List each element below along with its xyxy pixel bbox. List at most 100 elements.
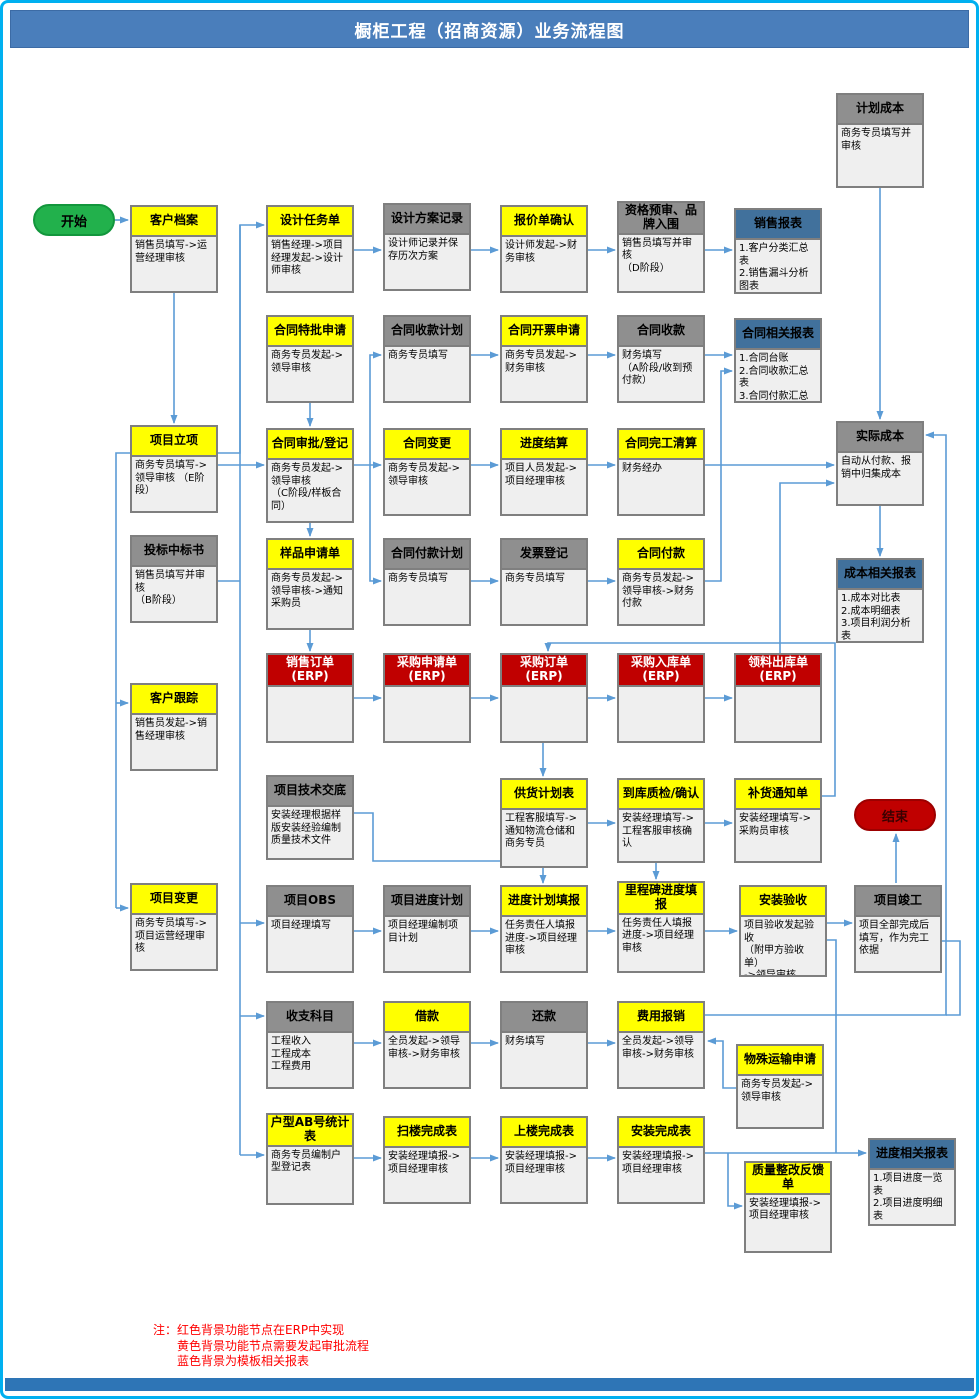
node-hetong-shenpi-dengji-body: 商务专员发起->领导审核 （C阶段/样板合同） [271, 463, 343, 512]
flow-connector-42 [115, 452, 130, 908]
node-xiaoshou-dingdan-erp-body [268, 687, 352, 741]
flow-connector-41 [354, 812, 543, 862]
flow-connector-59 [707, 1037, 736, 1089]
node-zige-yushen-body: 销售员填写并审核 （D阶段） [622, 237, 692, 274]
end-terminator: 结束 [854, 799, 936, 831]
node-huankuan-body: 财务填写 [505, 1036, 545, 1047]
node-caigou-shenqingdan-erp-title: 采购申请单 (ERP) [385, 655, 469, 687]
node-jindu-jiesuan-title: 进度结算 [502, 430, 586, 460]
flow-connector-28 [705, 367, 733, 582]
legend-note-line-3: 蓝色背景为模板相关报表 [177, 1354, 310, 1369]
node-kehu-genzong-body: 销售员发起->销售经理审核 [135, 718, 207, 742]
node-xiangmu-biangeng-body: 商务专员填写->项目运营经理审核 [135, 918, 207, 954]
node-jihua-chengben-body: 商务专员填写并审核 [841, 128, 911, 152]
node-daoku-zhijian-queren-body: 安装经理填写->工程客服审核确认 [622, 813, 694, 849]
node-kehu-dangan-title: 客户档案 [132, 207, 216, 237]
node-xiaoshou-dingdan-erp-title: 销售订单 (ERP) [268, 655, 352, 687]
node-baojiadan-queren-title: 报价单确认 [502, 207, 586, 237]
node-jiekuan-body: 全员发起->领导审核->财务审核 [388, 1036, 460, 1060]
flow-connector-54 [727, 1153, 743, 1210]
node-sheji-renwudan-title: 设计任务单 [268, 207, 352, 237]
node-jihua-chengben: 计划成本商务专员填写并审核 [836, 93, 924, 188]
node-hetong-fukuan-jihua: 合同付款计划商务专员填写 [383, 538, 471, 626]
node-hetong-shoukuan-jihua: 合同收款计划商务专员填写 [383, 315, 471, 403]
node-yangpin-shenqingdan: 样品申请单商务专员发起->领导审核->通知采购员 [266, 538, 354, 630]
node-zhiliang-zhenggai-fankuidan-title: 质量整改反馈单 [746, 1163, 830, 1195]
node-hetong-kaipiao-shenqing-title: 合同开票申请 [502, 317, 586, 347]
node-xiaoshou-baobiao-title: 销售报表 [736, 210, 820, 240]
legend-note-line-1: 红色背景功能节点在ERP中实现 [177, 1323, 345, 1337]
node-sheji-fangan-jilu-title: 设计方案记录 [385, 205, 469, 235]
node-caigou-shenqingdan-erp: 采购申请单 (ERP) [383, 653, 471, 743]
node-gonghuo-jihuabiao-body: 工程客服填写->通知物流仓储和商务专员 [505, 813, 577, 849]
node-xiangmu-obs-body: 项目经理填写 [271, 920, 331, 931]
node-hetong-shoukuan-jihua-body: 商务专员填写 [388, 350, 448, 361]
node-hetong-shoukuan-jihua-title: 合同收款计划 [385, 317, 469, 347]
node-anzhuang-yanshou-title: 安装验收 [741, 887, 825, 917]
node-caigou-rukudan-erp-body [619, 687, 703, 741]
flow-connector-52 [827, 939, 837, 1153]
node-wushu-yunshu-shenqing-body: 商务专员发起->领导审核 [741, 1079, 813, 1103]
node-wushu-yunshu-shenqing-title: 物殊运输申请 [738, 1046, 822, 1076]
node-sheji-renwudan: 设计任务单销售经理->项目经理发起->设计师审核 [266, 205, 354, 293]
node-chengben-xiangguan-baobiao-title: 成本相关报表 [838, 560, 922, 590]
node-feiyong-baoxiao: 费用报销全员发起->领导审核->财务审核 [617, 1001, 705, 1089]
node-huxing-ab-tongjibiao: 户型AB号统计表商务专员编制户型登记表 [266, 1113, 354, 1205]
node-fapiao-dengji-body: 商务专员填写 [505, 573, 565, 584]
node-hetong-fukuan-jihua-title: 合同付款计划 [385, 540, 469, 570]
node-fapiao-dengji: 发票登记商务专员填写 [500, 538, 588, 626]
bottom-bar [5, 1378, 974, 1391]
node-jiekuan-title: 借款 [385, 1003, 469, 1033]
page-title: 橱柜工程（招商资源）业务流程图 [10, 10, 969, 48]
node-hetong-shenpi-dengji-title: 合同审批/登记 [268, 430, 352, 460]
edges-layer [115, 188, 961, 1210]
node-jindu-jihua-tianbao-title: 进度计划填报 [502, 887, 586, 917]
node-hetong-fukuan-body: 商务专员发起->领导审核->财务付款 [622, 573, 694, 609]
node-buhuo-tongzhidan: 补货通知单安装经理填写->采购员审核 [734, 778, 822, 863]
node-toubiao-zhongbiaoshu-title: 投标中标书 [132, 537, 216, 567]
node-huankuan-title: 还款 [502, 1003, 586, 1033]
node-kehu-dangan: 客户档案销售员填写->运营经理审核 [130, 205, 218, 293]
node-saolou-wanchengbiao-body: 安装经理填报->项目经理审核 [388, 1151, 460, 1175]
node-zhiliang-zhenggai-fankuidan: 质量整改反馈单安装经理填报->项目经理审核 [744, 1161, 832, 1253]
node-caigou-dingdan-erp: 采购订单 (ERP) [500, 653, 588, 743]
node-shanglou-wanchengbiao-body: 安装经理填报->项目经理审核 [505, 1151, 577, 1175]
node-xiangmu-jindu-jihua: 项目进度计划项目经理编制项目计划 [383, 885, 471, 973]
node-lichengbei-jindu-tianbao-title: 里程碑进度填报 [619, 883, 703, 915]
node-baojiadan-queren: 报价单确认设计师发起->财务审核 [500, 205, 588, 293]
node-caigou-rukudan-erp: 采购入库单 (ERP) [617, 653, 705, 743]
node-xiangmu-jindu-jihua-body: 项目经理编制项目计划 [388, 920, 458, 944]
legend-note-line-2: 黄色背景功能节点需要发起审批流程 [177, 1338, 370, 1353]
node-xiangmu-biangeng: 项目变更商务专员填写->项目运营经理审核 [130, 883, 218, 971]
node-hetong-wangong-qingsuan-body: 财务经办 [622, 463, 662, 474]
node-hetong-biangeng-title: 合同变更 [385, 430, 469, 460]
node-hetong-biangeng-body: 商务专员发起->领导审核 [388, 463, 460, 487]
node-xiaoshou-dingdan-erp: 销售订单 (ERP) [266, 653, 354, 743]
node-hetong-wangong-qingsuan: 合同完工清算财务经办 [617, 428, 705, 516]
node-anzhuang-wanchengbiao-body: 安装经理填报->项目经理审核 [622, 1151, 694, 1175]
node-anzhuang-wanchengbiao-title: 安装完成表 [619, 1118, 703, 1148]
node-gonghuo-jihuabiao-title: 供货计划表 [502, 780, 586, 810]
node-gonghuo-jihuabiao: 供货计划表工程客服填写->通知物流仓储和商务专员 [500, 778, 588, 868]
node-kehu-dangan-body: 销售员填写->运营经理审核 [135, 240, 207, 264]
node-shouzhi-kemu-title: 收支科目 [268, 1003, 352, 1033]
node-caigou-dingdan-erp-title: 采购订单 (ERP) [502, 655, 586, 687]
node-sheji-renwudan-body: 销售经理->项目经理发起->设计师审核 [271, 240, 343, 276]
node-lingliao-chukudan-erp: 领料出库单 (ERP) [734, 653, 822, 743]
node-xiangmu-lixiang-body: 商务专员填写->领导审核 （E阶段） [135, 460, 207, 496]
node-hetong-shoukuan-body: 财务填写 （A阶段/收到预付款） [622, 350, 693, 386]
node-lingliao-chukudan-erp-title: 领料出库单 (ERP) [736, 655, 820, 687]
node-zige-yushen-title: 资格预审、品牌入围 [619, 203, 703, 235]
node-feiyong-baoxiao-body: 全员发起->领导审核->财务审核 [622, 1036, 694, 1060]
legend-note-lines: 红色背景功能节点在ERP中实现黄色背景功能节点需要发起审批流程蓝色背景为模板相关… [177, 1323, 369, 1370]
node-hetong-wangong-qingsuan-title: 合同完工清算 [619, 430, 703, 460]
flow-connector-3 [218, 221, 265, 454]
node-saolou-wanchengbiao-title: 扫楼完成表 [385, 1118, 469, 1148]
node-caigou-rukudan-erp-title: 采购入库单 (ERP) [619, 655, 703, 687]
node-hetong-shenpi-dengji: 合同审批/登记商务专员发起->领导审核 （C阶段/样板合同） [266, 428, 354, 523]
